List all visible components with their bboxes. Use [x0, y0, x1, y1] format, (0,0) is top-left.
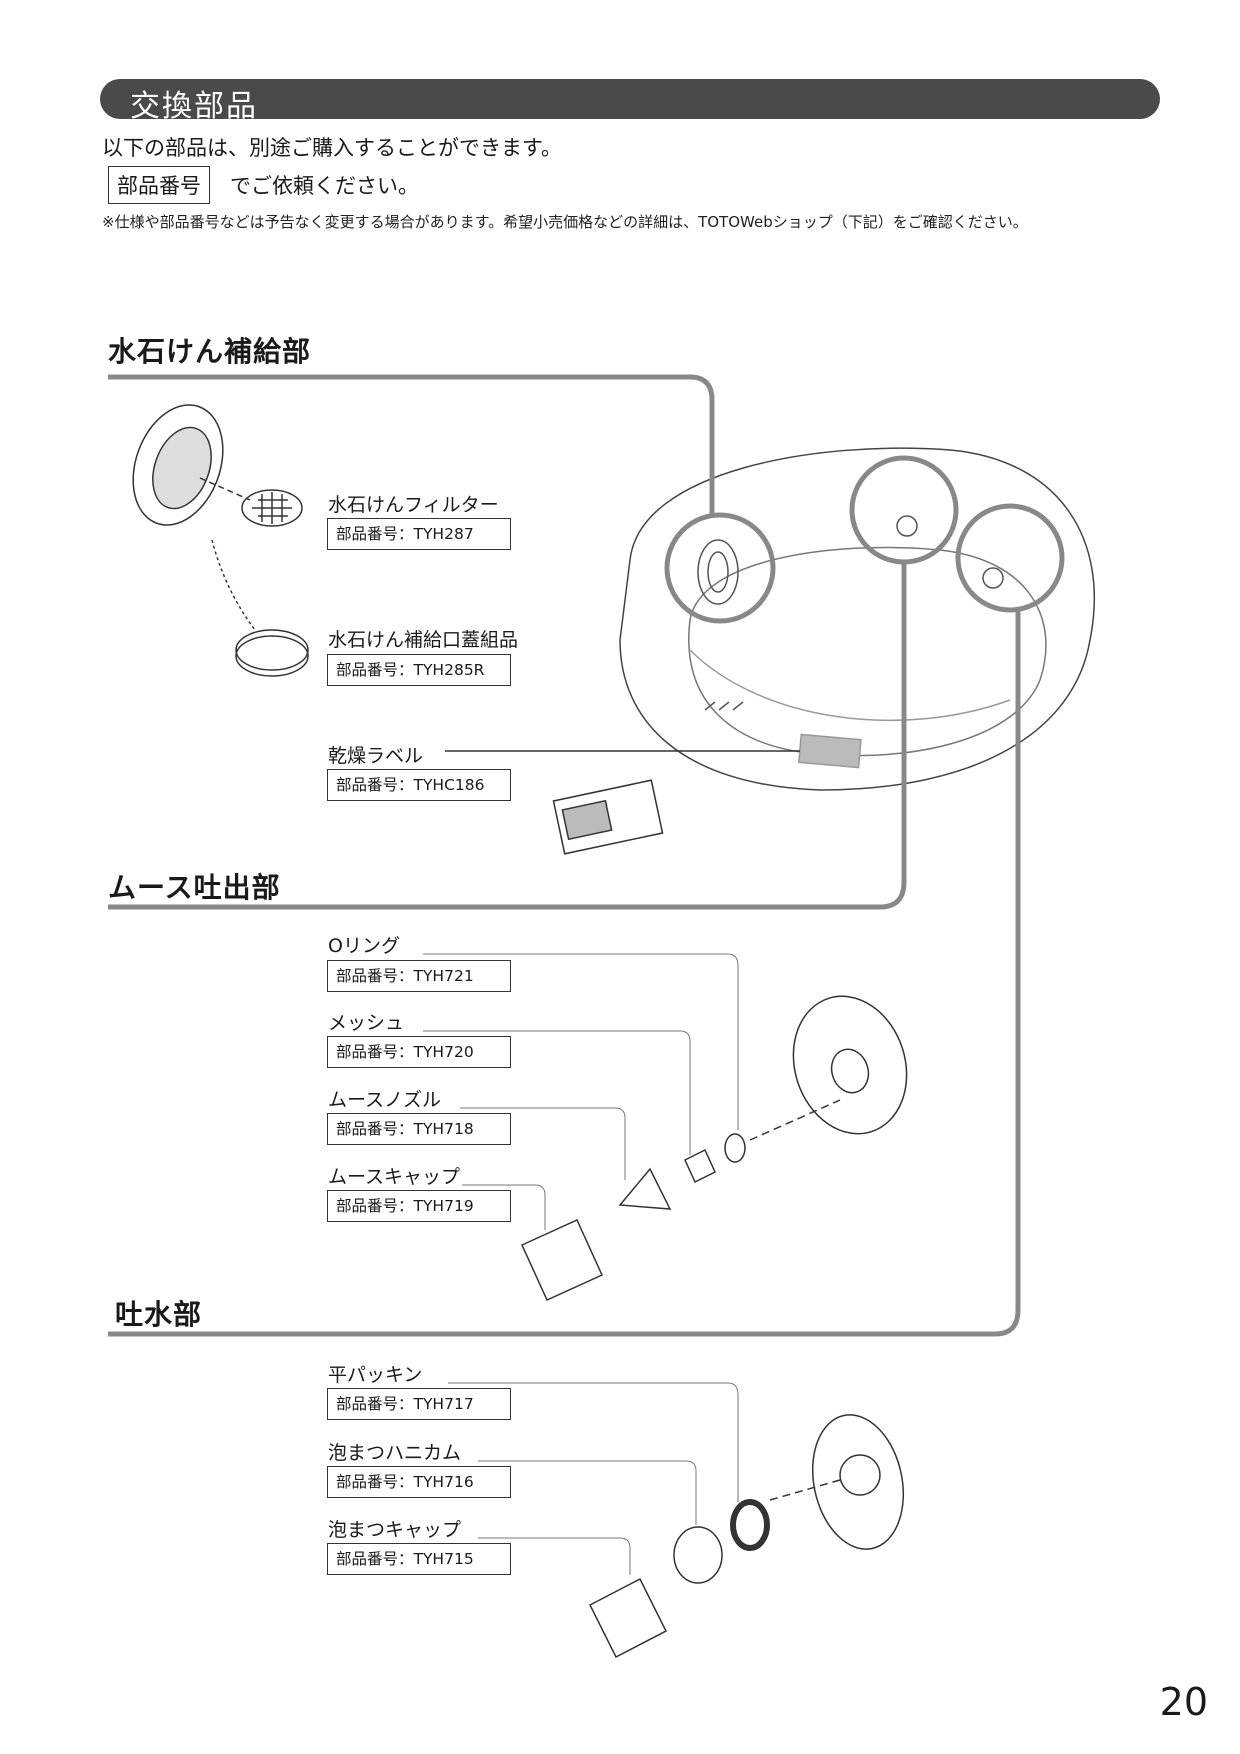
spout-base — [811, 1414, 905, 1550]
header-banner: 交換部品 — [100, 79, 1160, 124]
part-name: Oリング — [328, 935, 400, 957]
o-ring — [724, 1133, 746, 1163]
callout-circle-mousse — [849, 455, 959, 565]
part-name: 泡まつハニカム — [328, 1442, 462, 1464]
section-title-mousse: ムース吐出部 — [108, 871, 281, 904]
part-name: ムースノズル — [328, 1089, 442, 1111]
intro-text: 以下の部品は、別途ご購入することができます。 — [102, 136, 562, 160]
mousse-cap — [521, 1219, 603, 1301]
part-number: 部品番号：TYH719 — [327, 1190, 511, 1222]
part-name: 乾燥ラベル — [328, 745, 424, 767]
part-number: 部品番号：TYH715 — [327, 1543, 511, 1575]
aerator-cap — [588, 1577, 668, 1659]
part-number: 部品番号：TYH287 — [327, 518, 511, 550]
callout-circle-soap — [664, 512, 776, 624]
section-title-soap: 水石けん補給部 — [108, 335, 312, 368]
part-name: メッシュ — [328, 1012, 405, 1034]
banner-title: 交換部品 — [130, 89, 258, 124]
section-title-spout: 吐水部 — [115, 1298, 203, 1331]
filter-part — [241, 489, 303, 527]
mousse-nozzle — [618, 1167, 672, 1210]
flat-packing — [730, 1499, 770, 1551]
part-number: 部品番号：TYH718 — [327, 1113, 511, 1145]
part-name: 泡まつキャップ — [328, 1519, 462, 1541]
part-name: ムースキャップ — [328, 1166, 461, 1188]
part-number-label: 部品番号 — [108, 166, 210, 204]
basin-dry-label — [797, 733, 862, 769]
part-number: 部品番号：TYH720 — [327, 1036, 511, 1068]
callout-circle-spout — [955, 503, 1065, 613]
part-name: 平パッキン — [328, 1364, 423, 1386]
part-number: 部品番号：TYHC186 — [327, 769, 511, 801]
honeycomb — [673, 1526, 723, 1584]
mousse-base — [792, 995, 908, 1135]
part-name: 水石けん補給口蓋組品 — [328, 629, 519, 651]
part-number: 部品番号：TYH716 — [327, 1466, 511, 1498]
part-number: 部品番号：TYH285R — [327, 654, 511, 686]
request-text: でご依頼ください。 — [230, 174, 419, 198]
soap-cap-ring — [132, 404, 224, 526]
part-number: 部品番号：TYH721 — [327, 960, 511, 992]
part-name: 水石けんフィルター — [328, 494, 499, 516]
lid-part — [235, 629, 309, 671]
note-text: ※仕様や部品番号などは予告なく変更する場合があります。希望小売価格などの詳細は、… — [102, 213, 1028, 231]
mesh-part — [684, 1148, 716, 1184]
basin-outline — [619, 447, 1095, 791]
part-number: 部品番号：TYH717 — [327, 1388, 511, 1420]
page-number: 20 — [1159, 1680, 1208, 1724]
